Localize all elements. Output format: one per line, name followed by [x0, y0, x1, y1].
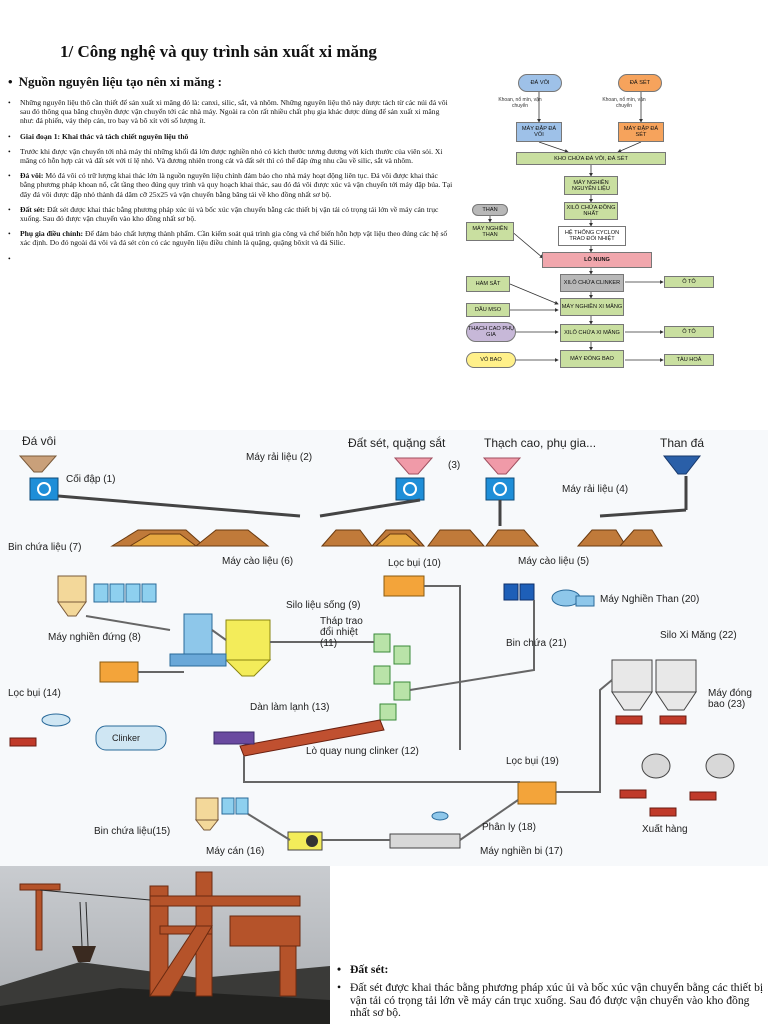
clay-label: Đất sét:: [20, 204, 46, 214]
label-limestone: Đá vôi: [22, 434, 57, 448]
section-heading: •Nguồn nguyên liệu tạo nên xi măng :: [8, 74, 222, 89]
flowchart-connectors: [488, 92, 664, 362]
label-vertical-mill-8: Máy nghiền đứng (8): [48, 632, 141, 643]
label-dust-filter-14: Lọc bụi (14): [8, 688, 61, 699]
flow-train: TÀU HOẢ: [664, 354, 714, 366]
label-separator-18: Phân ly (18): [482, 822, 536, 833]
label-gypsum-additives: Thạch cao, phụ gia...: [484, 436, 597, 450]
label-dust-filter-10: Lọc bụi (10): [388, 558, 441, 569]
flow-coal-mill: MÁY NGHIỀN THAN: [466, 222, 514, 241]
flow-truck-2: Ô TÔ: [664, 326, 714, 338]
flow-clinker-silo: XILÔ CHỨA CLINKER: [560, 274, 624, 292]
label-coal: Than đá: [660, 436, 705, 450]
additives-label: Phụ gia điều chỉnh:: [20, 229, 84, 239]
process-flowchart: ĐÁ VÔI ĐÁ SÉT Khoan, nổ mìn, vận chuyển …: [458, 70, 768, 380]
flow-cement-mill: MÁY NGHIỀN XI MĂNG: [560, 298, 624, 316]
flow-note-left: Khoan, nổ mìn, vận chuyển: [498, 97, 542, 109]
flow-cement-silo: XILÔ CHỨA XI MĂNG: [560, 324, 624, 342]
label-spreader-2: Máy rải liệu (2): [246, 452, 313, 463]
crane-photo: [0, 866, 330, 1024]
label-roller-press-16: Máy cán (16): [206, 846, 265, 857]
flow-limestone: ĐÁ VÔI: [518, 74, 562, 92]
bottom-text: Đất sét: Đất sét được khai thác bằng phư…: [336, 963, 766, 1020]
label-bin-15: Bin chứa liệu(15): [94, 826, 171, 837]
label-cement-silo-22: Silo Xi Măng (22): [660, 630, 737, 641]
paragraph-limestone: Đá vôi: Mỏ đá vôi có trữ lượng khai thác…: [6, 171, 454, 199]
text-column: Những nguyên liệu thô cần thiết để sản x…: [6, 98, 454, 270]
flow-limestone-crusher: MÁY ĐẬP ĐÁ VÔI: [516, 122, 562, 142]
label-cooler-13: Dàn làm lạnh (13): [250, 702, 330, 713]
flow-cyclone: HỆ THỐNG CYCLON TRAO ĐỔI NHIỆT: [558, 226, 626, 246]
flow-homogenizing-silo: XILÔ CHỨA ĐỒNG NHẤT: [564, 202, 618, 220]
flow-oil: DẦU MSO: [466, 303, 510, 317]
label-coal-mill-20: Máy Nghiền Than (20): [600, 594, 700, 605]
label-clay-iron: Đất sét, quặng sắt: [348, 436, 446, 450]
flow-kiln: LÒ NUNG: [542, 252, 652, 268]
paragraph-raw-materials: Những nguyên liệu thô cần thiết để sản x…: [6, 98, 454, 126]
flow-raw-mill: MÁY NGHIỀN NGUYÊN LIỆU: [564, 176, 618, 195]
flow-coal: THAN: [472, 204, 508, 216]
label-ball-mill-17: Máy nghiền bi (17): [480, 846, 563, 857]
flow-packer: MÁY ĐÓNG BAO: [560, 350, 624, 368]
page-title: 1/ Công nghệ và quy trình sản xuất xi mă…: [60, 42, 377, 61]
flow-storage: KHO CHỨA ĐÁ VÔI, ĐÁ SÉT: [516, 152, 666, 165]
empty-bullet: [6, 254, 454, 264]
paragraph-clay: Đất sét: Đất sét được khai thác bằng phư…: [6, 205, 454, 223]
flow-clay: ĐÁ SÉT: [618, 74, 662, 92]
limestone-label: Đá vôi:: [20, 171, 44, 181]
flow-bags: VỎ BAO: [466, 352, 516, 368]
flow-truck-1: Ô TÔ: [664, 276, 714, 288]
label-preheater-11: Tháp trao đổi nhiệt (11): [320, 616, 363, 649]
paragraph-stage-1: Giai đoạn 1: Khai thác và tách chiết ngu…: [6, 132, 454, 141]
label-packer-23: Máy đóng bao (23): [708, 688, 752, 710]
label-raw-silo-9: Silo liệu sống (9): [286, 600, 361, 611]
label-reclaimer-6: Máy cào liệu (6): [222, 556, 294, 567]
label-crusher-1: Cối đập (1): [66, 474, 116, 485]
paragraph-crushing: Trước khi được vận chuyển tới nhà máy th…: [6, 147, 454, 165]
flow-gypsum: THẠCH CAO PHỤ GIA: [466, 322, 516, 342]
flow-note-right: Khoan, nổ mìn, vận chuyển: [602, 97, 646, 109]
bottom-paragraph: Đất sét được khai thác bằng phương pháp …: [336, 982, 766, 1019]
label-reclaimer-5: Máy cào liệu (5): [518, 556, 590, 567]
label-spreader-4: Máy rải liệu (4): [562, 484, 629, 495]
label-bin-21: Bin chứa (21): [506, 638, 567, 649]
label-bin-7: Bin chứa liệu (7): [8, 542, 82, 553]
label-dispatch: Xuất hàng: [642, 824, 688, 835]
paragraph-additives: Phụ gia điều chỉnh: Để đảm bảo chất lượn…: [6, 229, 454, 247]
label-clinker: Clinker: [112, 733, 141, 743]
label-rotary-kiln-12: Lò quay nung clinker (12): [306, 746, 419, 757]
plant-diagram: Đá vôi Cối đập (1) Máy rải liệu (2) Đất …: [0, 430, 768, 866]
flow-clay-crusher: MÁY ĐẬP ĐÁ SÉT: [618, 122, 664, 142]
flow-iron: HÀM SẮT: [466, 276, 510, 292]
plant-drawing: [0, 430, 768, 866]
label-num-3: (3): [448, 460, 461, 471]
label-dust-filter-19: Lọc bụi (19): [506, 756, 559, 767]
bottom-heading: Đất sét:: [336, 963, 766, 977]
crane-photo-drawing: [0, 866, 330, 1024]
